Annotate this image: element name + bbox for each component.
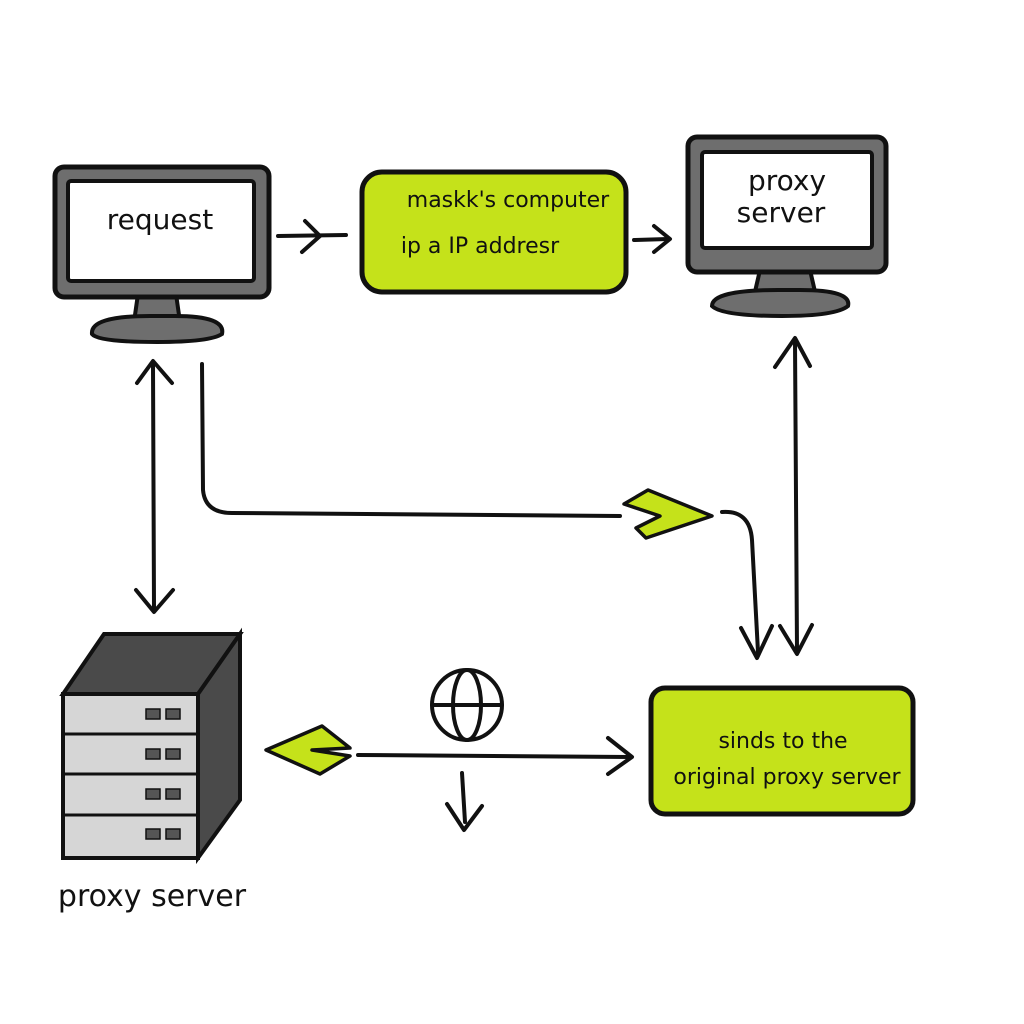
proxy-server-monitor: proxy server bbox=[685, 134, 889, 319]
server-leds bbox=[145, 708, 181, 840]
arrow-down-to-sends-box bbox=[720, 509, 774, 660]
arrow-globe-down bbox=[445, 771, 484, 832]
monitor-stand-base bbox=[709, 288, 851, 319]
proxy-monitor-line2: server bbox=[737, 196, 826, 229]
request-label: request bbox=[107, 203, 213, 236]
server-bays bbox=[63, 732, 198, 817]
globe-icon bbox=[430, 668, 504, 742]
server-rack-icon: proxy server bbox=[58, 627, 247, 914]
masked-ip-line2: ip a IP addresr bbox=[401, 234, 560, 259]
request-monitor: request bbox=[52, 164, 272, 345]
proxy-monitor-line1: proxy bbox=[748, 164, 826, 197]
masked-ip-box-shape bbox=[359, 169, 629, 295]
arrow-request-to-right bbox=[200, 362, 622, 518]
arrow-server-sends-horizontal bbox=[356, 736, 634, 776]
arrow-request-to-mask bbox=[276, 219, 348, 254]
arrow-mask-to-proxy bbox=[632, 224, 672, 254]
sends-box-line2: original proxy server bbox=[673, 765, 901, 790]
arrow-request-server-bidirectional bbox=[134, 359, 175, 614]
masked-ip-line1: maskk's computer bbox=[407, 188, 610, 213]
accent-arrowhead bbox=[622, 488, 714, 540]
server-rack-label: proxy server bbox=[58, 879, 247, 914]
sends-box: sinds to the original proxy server bbox=[648, 685, 916, 817]
accent-arrowhead-left bbox=[264, 724, 352, 776]
arrow-proxy-sends-bidirectional bbox=[773, 336, 814, 656]
sends-box-line1: sinds to the bbox=[718, 729, 847, 754]
masked-ip-box: maskk's computer ip a IP addresr bbox=[359, 169, 629, 295]
monitor-screen bbox=[66, 179, 256, 283]
monitor-stand-base bbox=[90, 314, 225, 345]
monitor-screen bbox=[700, 150, 874, 250]
sends-box-shape bbox=[648, 685, 916, 817]
